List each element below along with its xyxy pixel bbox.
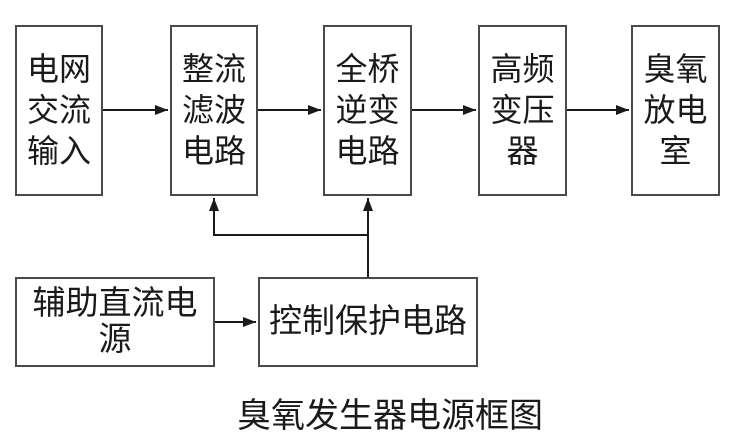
block-control-protection: 控制保护电路	[258, 277, 478, 367]
block-hf-transformer-label: 高频 变压 器	[490, 51, 555, 169]
block-grid-ac-input-label: 电网 交流 输入	[26, 51, 91, 169]
block-rectifier-filter-label: 整流 滤波 电路	[181, 51, 246, 169]
block-full-bridge-inverter-label: 全桥 逆变 电路	[335, 51, 400, 169]
block-ozone-discharge-chamber-label: 臭氧 放电 室	[643, 51, 708, 169]
arrow-control-to-rectifier	[209, 198, 368, 236]
block-ozone-discharge-chamber: 臭氧 放电 室	[631, 25, 720, 196]
block-auxiliary-dc-power: 辅助直流电源	[15, 277, 215, 367]
diagram-caption: 臭氧发生器电源框图	[237, 398, 543, 435]
block-hf-transformer: 高频 变压 器	[478, 25, 567, 196]
block-auxiliary-dc-power-label: 辅助直流电源	[32, 285, 198, 358]
block-full-bridge-inverter: 全桥 逆变 电路	[323, 25, 412, 196]
block-rectifier-filter: 整流 滤波 电路	[170, 25, 258, 196]
block-control-protection-label: 控制保护电路	[269, 303, 467, 340]
block-grid-ac-input: 电网 交流 输入	[15, 25, 103, 196]
